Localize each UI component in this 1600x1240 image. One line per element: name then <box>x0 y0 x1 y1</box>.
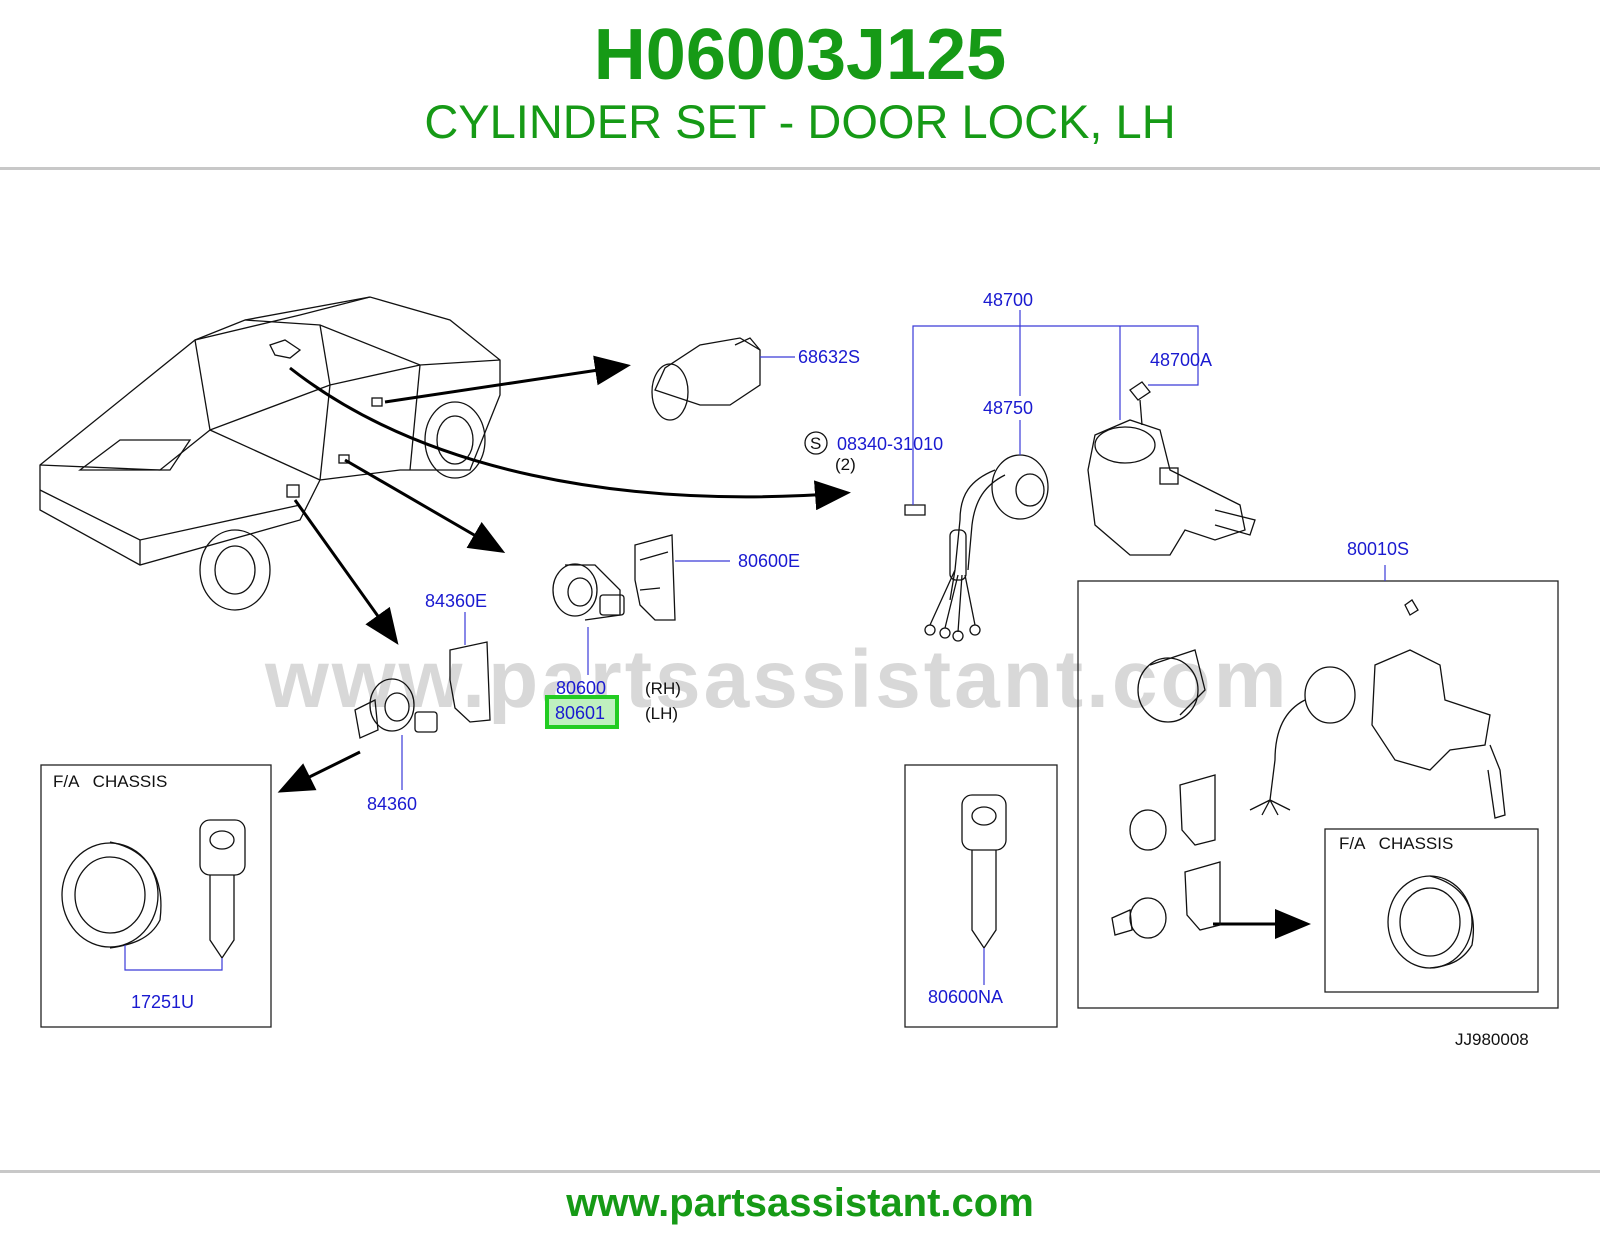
part-description-subtitle: CYLINDER SET - DOOR LOCK, LH <box>424 95 1176 148</box>
label-80010S: 80010S <box>1347 539 1409 559</box>
label-84360E: 84360E <box>425 591 487 611</box>
ignition-switch <box>904 454 1049 642</box>
inset-box-fa-chassis-left <box>40 764 272 1028</box>
part-labels: 68632S 48700 48700A 48750 S 08340-31010 … <box>53 290 1529 1049</box>
label-48700A: 48700A <box>1150 350 1212 370</box>
screw-symbol-circle <box>804 431 828 455</box>
screw-symbol: S <box>810 434 821 453</box>
label-08340-31010: 08340-31010 <box>837 434 943 454</box>
highlight-80601 <box>545 695 619 729</box>
leader-lines-48700 <box>912 310 1199 505</box>
callout-arrows <box>277 355 1311 939</box>
label-80600E: 80600E <box>738 551 800 571</box>
header-divider <box>0 167 1600 170</box>
label-84360: 84360 <box>367 794 417 814</box>
inset-box-key <box>904 764 1058 1028</box>
page-header: H06003J125 CYLINDER SET - DOOR LOCK, LH <box>0 0 1600 170</box>
door-lock-cylinder-84360 <box>354 612 491 790</box>
diagram-reference-code: JJ980008 <box>1455 1030 1529 1049</box>
inset-title-fa-chassis-right: F/A CHASSIS <box>1339 834 1453 853</box>
inset-box-fa-chassis-right <box>1324 828 1539 993</box>
label-48750: 48750 <box>983 398 1033 418</box>
label-17251U: 17251U <box>131 992 194 1012</box>
label-80601: 80601 <box>555 703 605 723</box>
ignition-lock-assembly <box>1087 381 1256 556</box>
footer-website-link[interactable]: www.partsassistant.com <box>566 1181 1034 1225</box>
label-rh: (RH) <box>645 679 681 698</box>
label-qty-2: (2) <box>835 455 856 474</box>
label-80600: 80600 <box>556 678 606 698</box>
inset-box-kit <box>1077 565 1559 1009</box>
label-48700: 48700 <box>983 290 1033 310</box>
inset-title-fa-chassis-left: F/A CHASSIS <box>53 772 167 791</box>
label-lh: (LH) <box>645 704 678 723</box>
door-lock-cylinder-80600 <box>552 534 730 675</box>
part-code-title: H06003J125 <box>593 15 1007 95</box>
footer-divider <box>0 1170 1600 1173</box>
label-68632S: 68632S <box>798 347 860 367</box>
pickup-truck-illustration <box>39 296 501 611</box>
watermark: www.partsassistant.com <box>265 634 1290 725</box>
trunk-lock-cylinder <box>651 337 795 421</box>
label-80600NA: 80600NA <box>928 987 1003 1007</box>
